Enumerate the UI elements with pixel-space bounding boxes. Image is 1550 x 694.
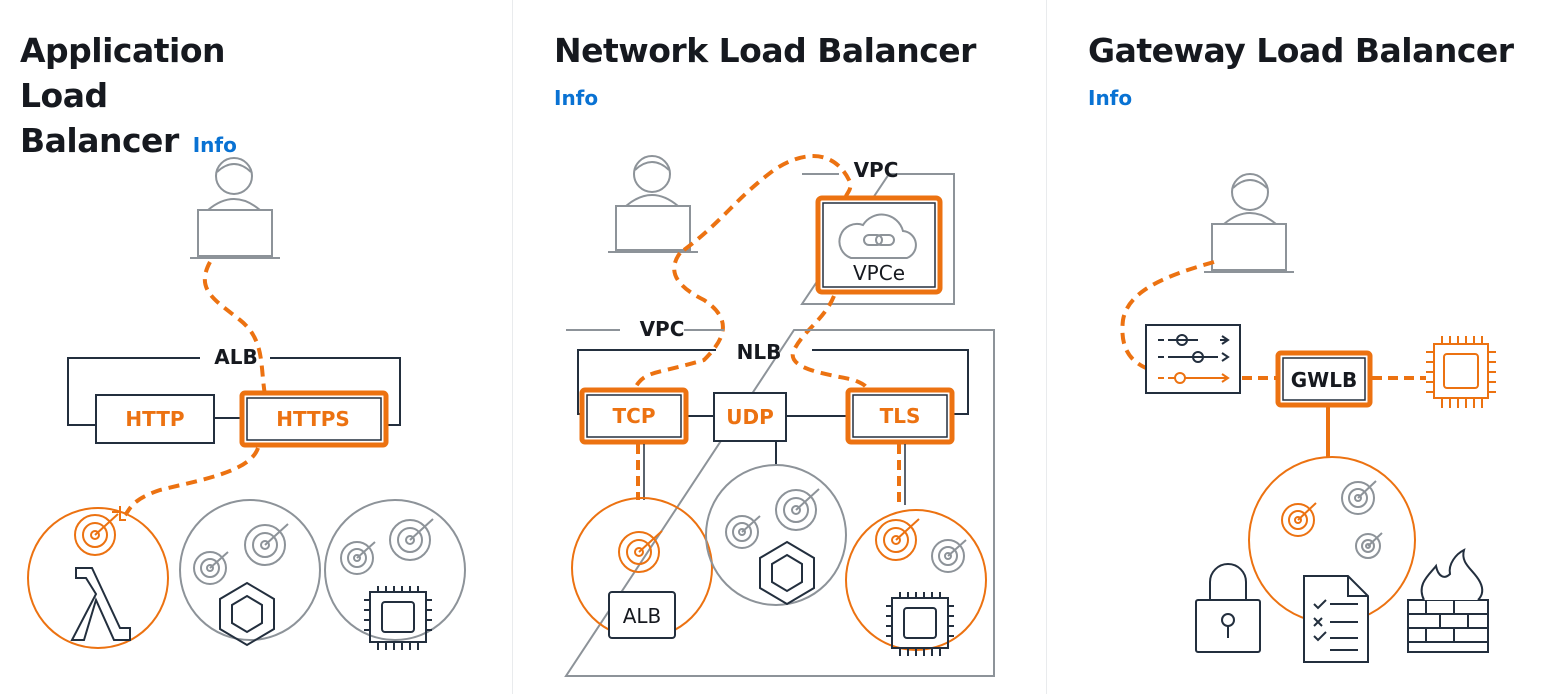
target-alb-box bbox=[608, 591, 676, 639]
firewall-icon bbox=[1407, 548, 1489, 653]
card-divider bbox=[1046, 0, 1047, 694]
target-icon bbox=[340, 518, 434, 575]
lock-icon bbox=[1195, 563, 1261, 653]
nlb-diagram: VPC VPCe VPC NLB TCP bbox=[564, 154, 995, 677]
info-link[interactable]: Info bbox=[192, 133, 237, 157]
info-link[interactable]: Info bbox=[554, 86, 599, 110]
listener-udp[interactable] bbox=[713, 392, 787, 442]
chip-icon bbox=[364, 586, 432, 650]
checklist-icon bbox=[1303, 575, 1369, 663]
vpce-label: VPCe bbox=[853, 261, 905, 285]
listener-udp-label: UDP bbox=[726, 405, 774, 429]
gwlb-diagram: GWLB bbox=[1120, 173, 1496, 663]
listener-tcp[interactable] bbox=[579, 387, 689, 445]
target-icon bbox=[74, 506, 126, 556]
user-laptop-icon bbox=[1204, 173, 1294, 273]
target-icon bbox=[193, 523, 289, 585]
alb-diagram: ALB HTTP HTTPS bbox=[27, 157, 466, 650]
card-divider bbox=[512, 0, 513, 694]
target-group-lambda bbox=[27, 507, 169, 649]
nlb-label: NLB bbox=[737, 340, 782, 364]
chip-icon bbox=[1426, 336, 1496, 408]
listener-tls[interactable] bbox=[845, 387, 955, 445]
alb-label: ALB bbox=[214, 345, 257, 369]
container-icon bbox=[759, 540, 815, 606]
listener-http-label: HTTP bbox=[125, 407, 184, 431]
target-icon bbox=[618, 530, 663, 573]
container-icon bbox=[219, 581, 275, 647]
listener-tls-label: TLS bbox=[880, 404, 921, 428]
info-link[interactable]: Info bbox=[1088, 86, 1133, 110]
chip-icon bbox=[886, 592, 954, 656]
listener-http[interactable] bbox=[95, 394, 215, 444]
target-group-instances bbox=[324, 499, 466, 641]
gwlb-label: GWLB bbox=[1291, 368, 1357, 392]
user-laptop-icon bbox=[608, 155, 698, 253]
target-group-instances bbox=[845, 509, 987, 651]
cloud-link-icon bbox=[838, 213, 917, 259]
target-group-containers bbox=[179, 499, 321, 641]
listener-https[interactable] bbox=[239, 390, 389, 448]
target-group-containers bbox=[705, 464, 847, 606]
listener-tcp-label: TCP bbox=[613, 404, 656, 428]
listener-https-label: HTTPS bbox=[276, 407, 350, 431]
target-icon bbox=[875, 518, 967, 573]
vpc-top-label: VPC bbox=[854, 158, 899, 182]
target-alb-label: ALB bbox=[623, 604, 662, 628]
gwlb-box[interactable] bbox=[1275, 350, 1373, 408]
vpc-main-label: VPC bbox=[640, 317, 685, 341]
target-icon bbox=[1281, 480, 1383, 559]
target-icon bbox=[725, 488, 820, 549]
lambda-icon bbox=[70, 567, 131, 641]
user-laptop-icon bbox=[190, 157, 280, 259]
rules-icon bbox=[1145, 324, 1241, 394]
